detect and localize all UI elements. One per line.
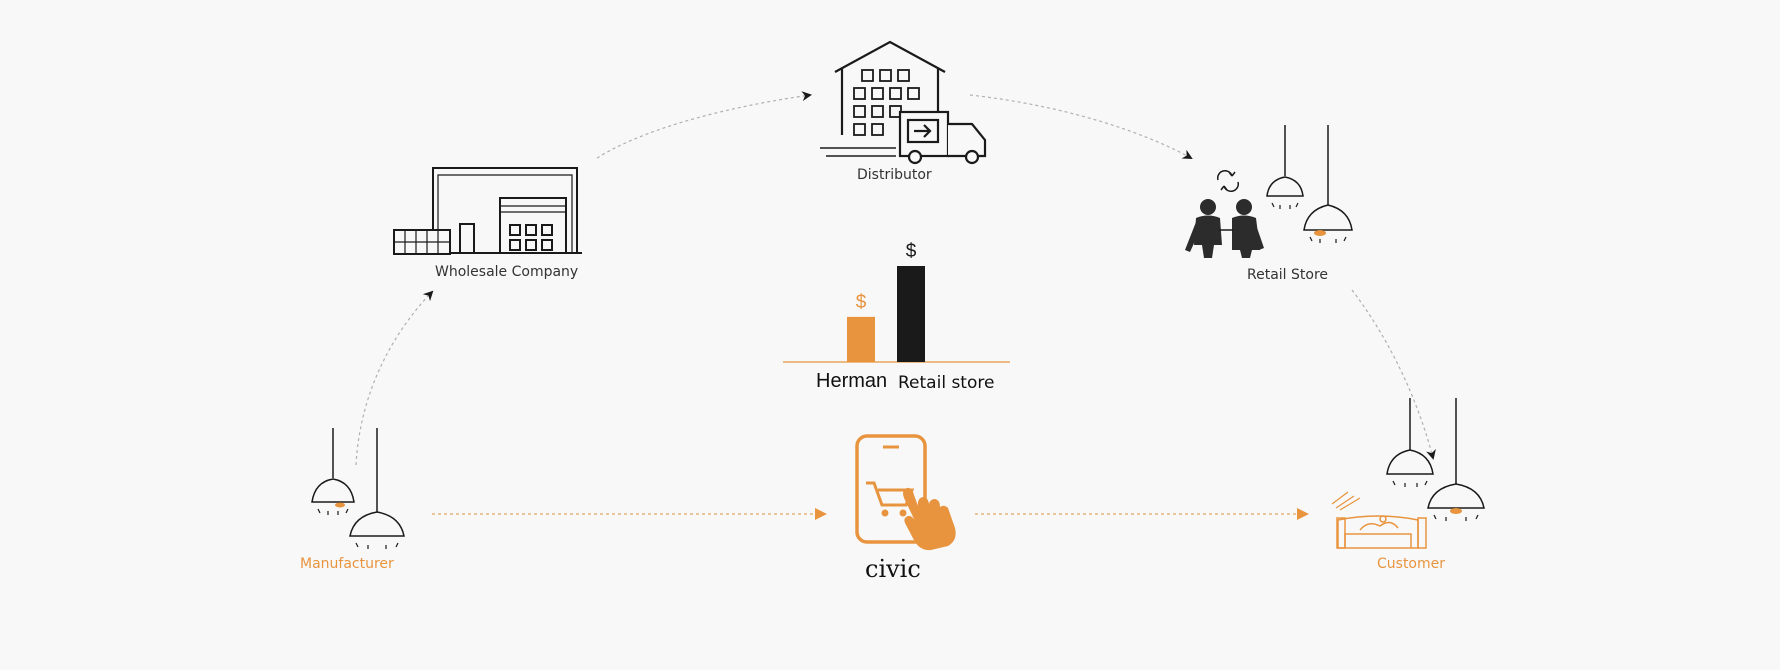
sofa-lamps-icon — [1331, 398, 1485, 549]
arrow-distributor-to-retail — [969, 94, 1193, 159]
herman-price-symbol: $ — [856, 292, 867, 313]
tap-hand-icon — [903, 487, 956, 551]
warehouse-truck-icon — [820, 40, 987, 165]
civic-label: civic — [865, 555, 921, 583]
arrow-retail-to-customer — [1351, 289, 1436, 460]
arrow-manufacturer-to-wholesale — [355, 290, 434, 466]
herman-bar-label: Herman — [816, 370, 888, 392]
retail-store-price-bar — [897, 266, 925, 362]
distributor-label: Distributor — [857, 167, 932, 183]
retail-store-price-symbol: $ — [906, 241, 917, 262]
people-lamps-icon — [1185, 125, 1353, 258]
wholesale-company-label: Wholesale Company — [435, 264, 579, 280]
pendant-lamps-icon — [311, 428, 405, 549]
customer-label: Customer — [1377, 556, 1446, 572]
wholesale-building-icon — [393, 167, 582, 255]
manufacturer-label: Manufacturer — [300, 556, 394, 572]
arrow-wholesale-to-distributor — [596, 91, 812, 159]
herman-price-bar — [847, 316, 875, 362]
retail-store-bar-label: Retail store — [898, 373, 995, 393]
retail-store-label: Retail Store — [1247, 267, 1329, 283]
